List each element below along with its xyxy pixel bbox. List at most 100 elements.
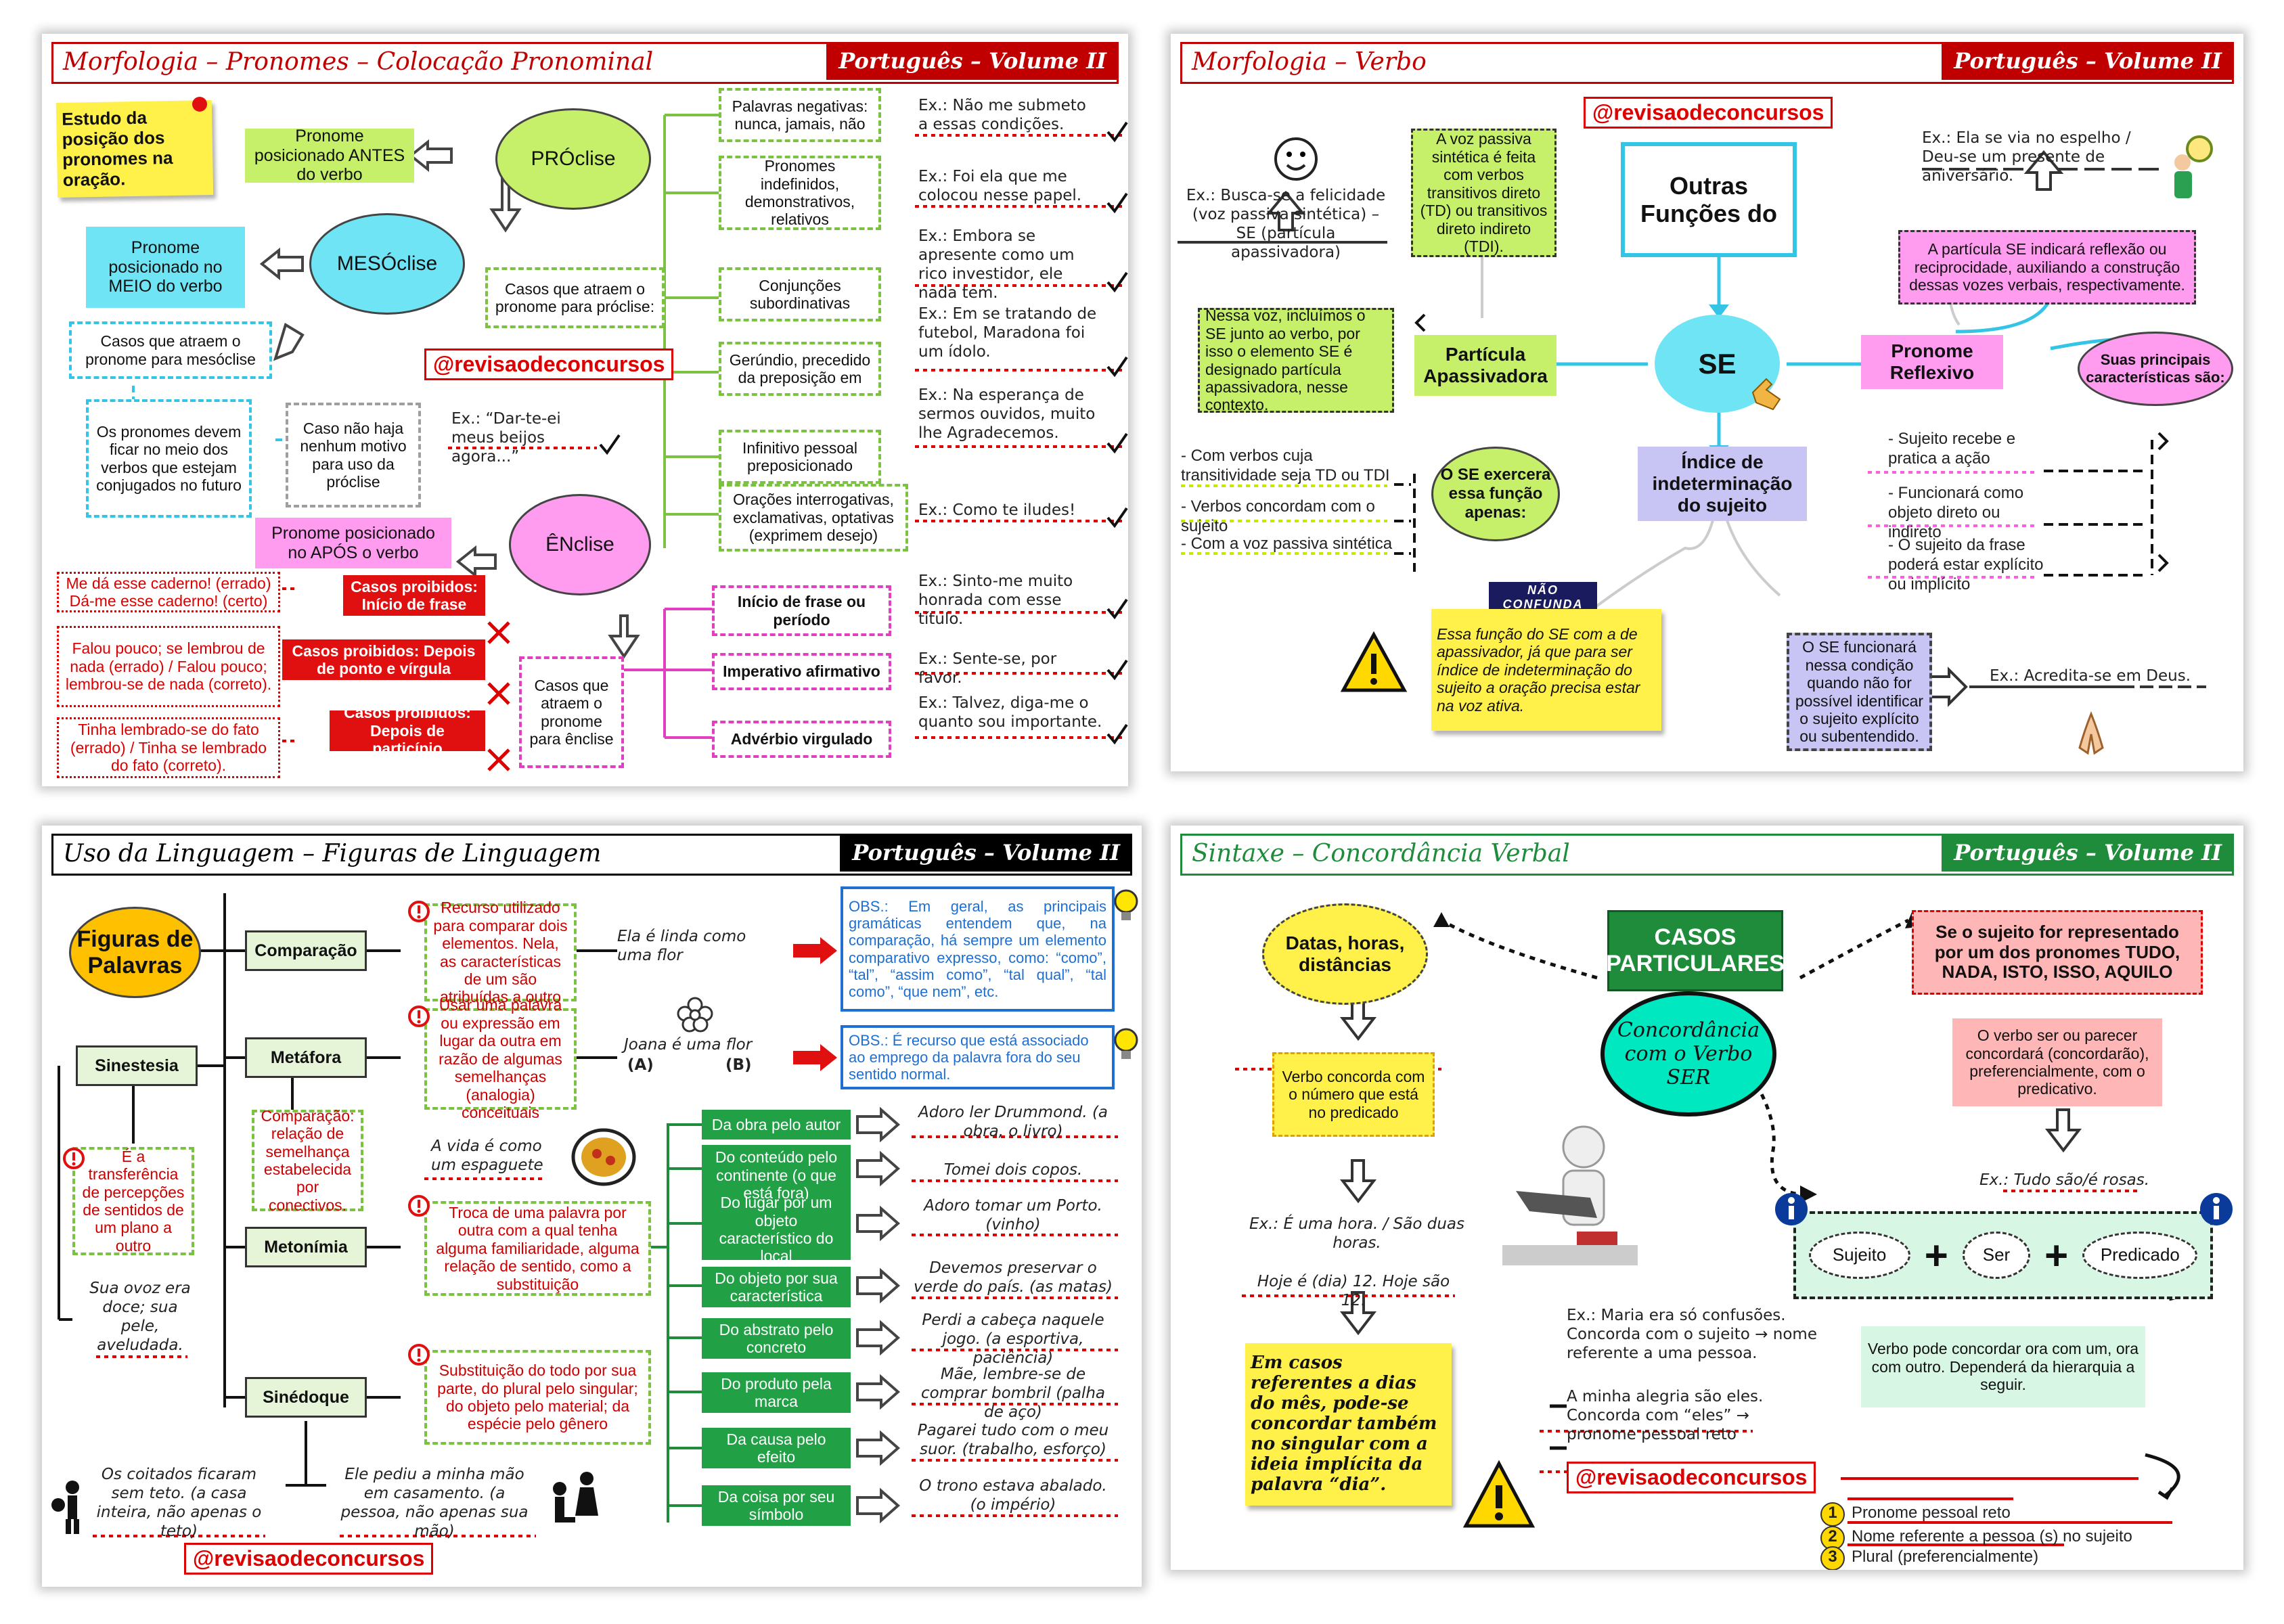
metn-ex-6: Pagarei tudo com o meu suor. (trabalho, … xyxy=(917,1422,1109,1459)
ex-darte: Ex.: “Dar-te-ei meus beijos agora...” xyxy=(451,410,561,466)
enc-item-1: Imperativo afirmativo xyxy=(712,653,891,690)
ex-espelho: Ex.: Ela se via no espelho / Deu-se um p… xyxy=(1922,129,2131,185)
praying-hands-icon xyxy=(2067,707,2115,758)
obs2-box: OBS.: É recurso que está associado ao em… xyxy=(841,1025,1115,1089)
metn-item-1-label: Do conteúdo pelo continente (o que está … xyxy=(715,1148,838,1202)
proib-ex-0: Me dá esse caderno! (errado) Dá-me esse … xyxy=(57,572,280,612)
formula-ser: Ser xyxy=(1962,1232,2030,1279)
ex-tudo: Ex.: Tudo são/é rosas. xyxy=(1979,1171,2150,1189)
pro-ex-1: Ex.: Foi ela que me colocou nesse papel. xyxy=(918,168,1082,205)
enc-ex-1: Ex.: Sente-se, por favor. xyxy=(918,650,1057,687)
metn-item-0: Da obra pelo autor xyxy=(702,1110,851,1140)
exercera-cloud: O SE exercera essa função apenas: xyxy=(1431,447,1560,541)
pro-item-3: Gerúndio, precedido da preposição em xyxy=(719,342,881,396)
pro-ex-2: Ex.: Embora se apresente como um rico in… xyxy=(918,227,1075,302)
lightbulb-icon-2 xyxy=(1111,1025,1141,1066)
verbo-pode-box: Verbo pode concordar ora com um, ora com… xyxy=(1861,1326,2145,1407)
ex-a-label: (A) xyxy=(627,1056,654,1074)
pro-ex-5: Ex.: Como te iludes! xyxy=(918,501,1076,519)
hier-0-num: 1 xyxy=(1820,1502,1845,1527)
enc-ex-2: Ex.: Talvez, diga-me o quanto sou import… xyxy=(918,694,1102,731)
sin-def: Substituição do todo por sua parte, do p… xyxy=(424,1350,651,1445)
ex-ovoz: Sua ovoz era doce; sua pele, aveludada. xyxy=(89,1280,191,1355)
verbo-numero-box: Verbo concorda com o número que está no … xyxy=(1272,1052,1435,1137)
pro-item-1: Pronomes indefinidos, demonstrativos, re… xyxy=(719,156,881,230)
panel-verbo: Morfologia – Verbo Português – Volume II… xyxy=(1171,34,2243,771)
panel4-title: Sintaxe – Concordância Verbal xyxy=(1192,840,1570,867)
pro-item-2: Conjunções subordinativas xyxy=(719,267,881,321)
cond-1: - Verbos concordam com o sujeito xyxy=(1181,497,1375,535)
hier-2-label: Plural (preferencialmente) xyxy=(1852,1548,2039,1566)
panel-colocacao-pronominal: Morfologia – Pronomes – Colocação Pronom… xyxy=(42,34,1128,786)
metn-ex-3: Devemos preservar o verde do país. (as m… xyxy=(914,1259,1113,1296)
metn-ex-7: O trono estava abalado. (o império) xyxy=(919,1477,1107,1514)
info-icon-2 xyxy=(2198,1191,2235,1227)
ex-coitados: Os coitados ficaram sem teto. (a casa in… xyxy=(96,1466,262,1541)
enc-ex-0: Ex.: Sinto-me muito honrada com esse tít… xyxy=(918,572,1073,629)
handle-p3: @revisaodeconcursos xyxy=(184,1543,434,1575)
metn-item-7-label: Da coisa por seu símbolo xyxy=(717,1487,835,1523)
pronomes-box: Se o sujeito for representado por um dos… xyxy=(1912,910,2203,995)
ex-maria: Ex.: Maria era só confusões. Concorda co… xyxy=(1567,1307,1817,1363)
pro-item-4: Infinitivo pessoal preposicionado xyxy=(719,430,881,484)
smiley-icon xyxy=(1272,135,1320,183)
panel-concordancia-verbal: Sintaxe – Concordância Verbal Português … xyxy=(1171,826,2243,1570)
info-icon-1 xyxy=(1773,1191,1810,1227)
formula-predicado: Predicado xyxy=(2082,1232,2198,1279)
particula-se-box: A partícula SE indicará reflexão ou reci… xyxy=(1898,230,2196,304)
ex-hora: Ex.: É uma hora. / São duas horas. xyxy=(1249,1215,1464,1253)
plus-icon-2: + xyxy=(2044,1232,2069,1278)
panel1-title-bar: Morfologia – Pronomes – Colocação Pronom… xyxy=(51,42,1119,84)
enc-item-2: Advérbio virgulado xyxy=(712,721,891,758)
proib-ex-1: Falou pouco; se lembrou de nada (errado)… xyxy=(57,626,280,707)
metn-item-3: Do objeto por sua característica xyxy=(702,1267,851,1307)
enclise-cloud: ÊNclise xyxy=(509,494,651,595)
suas-cloud: Suas principais características são: xyxy=(2078,332,2233,406)
metn-item-6-label: Da causa pelo efeito xyxy=(726,1430,826,1466)
panel-figuras-linguagem: Uso da Linguagem – Figuras de Linguagem … xyxy=(42,826,1142,1587)
ex-busca: Ex.: Busca-se a felicidade (voz passiva … xyxy=(1186,187,1386,262)
node-sinedoque: Sinédoque xyxy=(245,1377,367,1418)
nao-confunda-badge: NÃO CONFUNDA xyxy=(1489,582,1597,612)
proib-2: Casos proibidos: Depois de particípio xyxy=(330,704,485,757)
node-sinestesia: Sinestesia xyxy=(76,1045,198,1086)
futuro-box: Os pronomes devem ficar no meio dos verb… xyxy=(86,399,252,518)
metn-ex-1: Tomei dois copos. xyxy=(943,1161,1083,1179)
casos-mesoclise-box: Casos que atraem o pronome para mesóclis… xyxy=(69,321,272,379)
panel4-title-bar: Sintaxe – Concordância Verbal Português … xyxy=(1180,834,2234,876)
panel2-title: Morfologia – Verbo xyxy=(1192,48,1427,76)
alert-icon-4 xyxy=(407,1343,430,1366)
proib-1: Casos proibidos: Depois de ponto e vírgu… xyxy=(282,639,485,680)
metn-ex-5: Mãe, lembre-se de comprar bombril (palha… xyxy=(921,1366,1105,1422)
flower-icon xyxy=(675,995,715,1035)
panel1-connectors xyxy=(132,114,1128,771)
pro-item-0: Palavras negativas: nunca, jamais, não xyxy=(719,88,881,142)
panel3-volume: Português – Volume II xyxy=(840,834,1132,872)
ex-alegria: A minha alegria são eles. Concorda com “… xyxy=(1567,1388,1764,1444)
caract-2: - O sujeito da frase poderá estar explíc… xyxy=(1888,536,2044,593)
caract-1: - Funcionará como objeto direto ou indir… xyxy=(1888,484,2024,541)
particula-box: Partícula Apassivadora xyxy=(1414,335,1557,396)
metn-ex-2: Adoro tomar um Porto. (vinho) xyxy=(924,1197,1102,1234)
metn-item-4-label: Do abstrato pelo concreto xyxy=(719,1320,834,1356)
cond-2: - Com a voz passiva sintética xyxy=(1181,535,1393,553)
ex-joana: Joana é uma flor xyxy=(624,1036,753,1054)
plus-icon-1: + xyxy=(1924,1232,1948,1278)
ex-mao: Ele pediu a minha mão em casamento. (a p… xyxy=(340,1466,529,1541)
metn-def: Troca de uma palavra por outra com a qua… xyxy=(424,1201,651,1296)
lightbulb-icon-1 xyxy=(1111,886,1141,927)
proib-ex-2: Tinha lembrado-se do fato (errado) / Tin… xyxy=(57,717,280,778)
datas-cloud: Datas, horas, distâncias xyxy=(1262,903,1428,1005)
enc-item-0: Início de frase ou período xyxy=(712,585,891,636)
panel1-title: Morfologia – Pronomes – Colocação Pronom… xyxy=(63,48,654,76)
spaghetti-icon xyxy=(570,1127,637,1188)
alert-icon-3 xyxy=(407,1194,430,1217)
concordancia-oval: Concordância com o Verbo SER xyxy=(1600,991,1776,1116)
antes-box: Pronome posicionado ANTES do verbo xyxy=(245,127,414,184)
ex-hoje: Hoje é (dia) 12. Hoje são 12. xyxy=(1257,1273,1450,1310)
panel3-title-bar: Uso da Linguagem – Figuras de Linguagem … xyxy=(51,834,1132,876)
node-comparacao: Comparação xyxy=(245,930,367,971)
funcionara-box: O SE funcionará nessa condição quando nã… xyxy=(1787,633,1932,751)
voz-passiva-box: A voz passiva sintética é feita com verb… xyxy=(1411,129,1557,257)
